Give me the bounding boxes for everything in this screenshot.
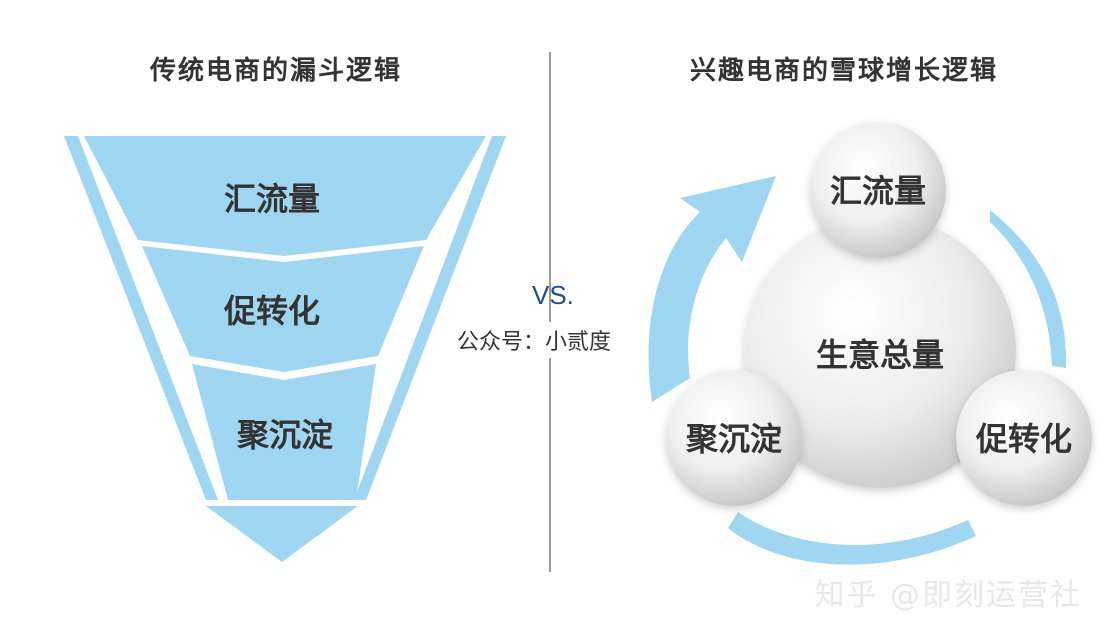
funnel-outline-left xyxy=(64,136,218,500)
vertical-divider xyxy=(549,52,551,572)
snowball-title: 兴趣电商的雪球增长逻辑 xyxy=(690,56,999,86)
watermark: 知乎 @即刻运营社 xyxy=(814,578,1082,613)
source-caption: 公众号：小贰度 xyxy=(457,322,612,358)
funnel-outline-right xyxy=(354,136,506,500)
snowball: 生意总量 汇流量 促转化 聚沉淀 xyxy=(648,122,1092,565)
funnel-arrow-tip xyxy=(206,506,358,562)
funnel-title: 传统电商的漏斗逻辑 xyxy=(150,56,403,86)
funnel-stage-3 xyxy=(192,364,376,500)
vs-label: VS. xyxy=(532,280,574,310)
funnel-stage-3-label: 聚沉淀 xyxy=(236,416,333,454)
node-left xyxy=(666,370,802,506)
node-top-label: 汇流量 xyxy=(830,172,926,210)
funnel-stage-1 xyxy=(84,136,486,256)
cycle-arrow-right xyxy=(990,210,1067,368)
funnel-stage-2-label: 促转化 xyxy=(223,292,320,330)
node-right xyxy=(956,370,1092,506)
cycle-arrow-left xyxy=(648,176,776,402)
cycle-arrow-bottom xyxy=(728,512,976,565)
funnel: 汇流量 促转化 聚沉淀 xyxy=(64,136,506,562)
node-top xyxy=(810,122,946,258)
funnel-stage-1-label: 汇流量 xyxy=(224,180,320,218)
center-sphere xyxy=(744,216,1016,488)
node-left-label: 聚沉淀 xyxy=(685,420,782,458)
funnel-stage-2 xyxy=(142,246,424,372)
center-sphere-label: 生意总量 xyxy=(816,336,944,374)
node-right-label: 促转化 xyxy=(975,420,1072,458)
